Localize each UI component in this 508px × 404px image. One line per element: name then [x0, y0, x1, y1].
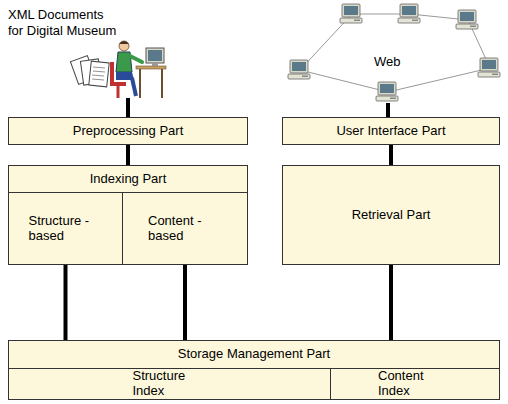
node-text: Storage Management Part — [178, 347, 330, 362]
process-box: Retrieval Part — [282, 165, 500, 265]
group-box: Storage Management PartStructure Index Co… — [8, 340, 500, 400]
person-at-computer — [112, 41, 166, 117]
sub-box: Content -based — [122, 192, 248, 265]
node-text: Retrieval Part — [352, 208, 431, 223]
sub-box: Structure -based — [8, 192, 123, 265]
connector-line — [183, 265, 187, 340]
node-text: Indexing Part — [90, 172, 167, 187]
sub-box: Content Index — [330, 368, 500, 400]
network-label: Web — [374, 54, 414, 70]
node-text: Content Index — [378, 369, 452, 399]
document-stack — [70, 56, 109, 87]
node-text: Structure -based — [29, 214, 103, 244]
caption-label: XML Documents for Digital Museum — [8, 7, 120, 38]
connector-line — [389, 265, 393, 340]
node-text: Preprocessing Part — [73, 124, 184, 139]
node-text: Structure Index — [133, 369, 207, 399]
process-box: User Interface Part — [282, 117, 500, 145]
process-box: Preprocessing Part — [8, 117, 248, 145]
group-box: Indexing PartStructure -based Content -ba… — [8, 165, 248, 265]
connector-line — [126, 145, 130, 165]
node-text: User Interface Part — [336, 124, 445, 139]
node-text: Content -based — [148, 214, 222, 244]
connector-line — [389, 145, 393, 165]
web-network — [288, 4, 500, 117]
connector-line — [64, 265, 68, 340]
sub-box: Structure Index — [8, 368, 331, 400]
